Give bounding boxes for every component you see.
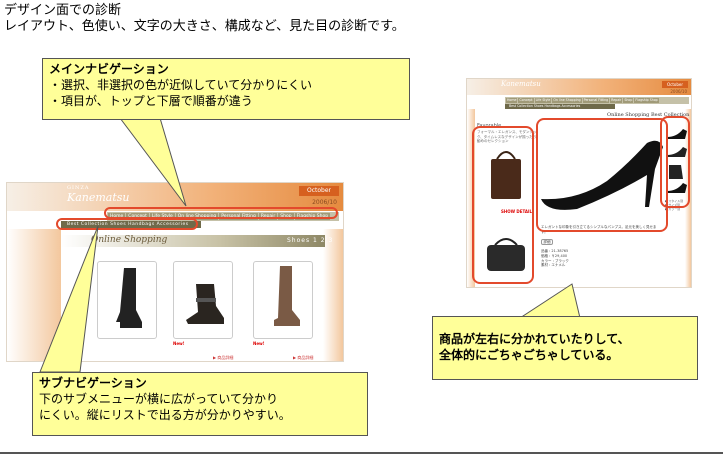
- site-screenshot-product: Kanematsu October 2006/10 Home Concept L…: [466, 78, 692, 288]
- spec-line: 素材 : エナメル: [541, 263, 566, 268]
- left-gradient-sidebar: [7, 229, 61, 361]
- show-detail-link[interactable]: SHOW DETAIL: [501, 209, 533, 214]
- spec-line: 品番 : 21-38765: [541, 249, 569, 253]
- nav-item-flagship[interactable]: Flagship Shop: [294, 213, 331, 220]
- main-nav: Home Concept Life Style On line Shopping…: [107, 212, 339, 221]
- callout-line: ・項目が、トップと下層で順番が違う: [49, 94, 253, 108]
- highlight-right-products: [660, 116, 690, 208]
- month-badge: October: [662, 81, 688, 88]
- highlight-main-nav: [104, 207, 338, 219]
- highlight-sub-nav: [56, 218, 198, 230]
- logo-text: Kanematsu: [67, 191, 130, 204]
- nav-item-personal-fitting[interactable]: Personal Fitting: [219, 213, 258, 220]
- product-more-link[interactable]: ▶ 商品詳細: [213, 355, 234, 360]
- product-more-link[interactable]: ▶ 商品詳細: [293, 355, 314, 360]
- callout-line: ・選択、非選択の色が近似していて分かりにくい: [49, 78, 313, 92]
- sub-nav[interactable]: Best Collection Shoes Handbags Accessori…: [505, 104, 615, 109]
- section-title: Online Shopping: [91, 235, 168, 245]
- right-link[interactable]: ▶ サイズ別: [665, 203, 681, 207]
- heading-line-1: デザイン面での診断: [4, 3, 122, 18]
- nav-item-shop[interactable]: Shop: [623, 98, 634, 103]
- site-screenshot-top: GINZA Kanematsu October 2006/10 Home Con…: [6, 182, 344, 362]
- callout-sub-nav: サブナビゲーション 下のサブメニューが横に広がっていて分かり にくい。縦にリスト…: [32, 372, 368, 436]
- tall-boot-icon: [274, 266, 300, 326]
- nav-item-repair[interactable]: Repair: [610, 98, 623, 103]
- site-header: [467, 79, 691, 95]
- highlight-main-product: [536, 118, 668, 232]
- month-badge: October: [299, 186, 339, 196]
- product-specs: 品番 : 21-38765 価格 : ￥29,400 カラー : ブラック 素材…: [541, 249, 651, 268]
- handbag-icon[interactable]: [483, 145, 529, 205]
- nav-item-lifestyle[interactable]: Life Style: [534, 98, 552, 103]
- callout-line: 下のサブメニューが横に広がっていて分かり: [39, 392, 279, 406]
- callout-main-nav: メインナビゲーション ・選択、非選択の色が近似していて分かりにくい ・項目が、ト…: [42, 58, 410, 120]
- product-new-flag: New!: [173, 341, 185, 346]
- nav-item-home[interactable]: Home: [108, 213, 126, 220]
- nav-item-personal-fitting[interactable]: Personal Fitting: [582, 98, 610, 103]
- left-gradient-sidebar: [467, 109, 475, 287]
- product-card[interactable]: [253, 261, 313, 339]
- bottom-divider: [0, 452, 723, 454]
- nav-item-concept[interactable]: Concept: [126, 213, 149, 220]
- sub-nav[interactable]: Best Collection Shoes Handbags Accessori…: [61, 221, 201, 228]
- callout-layout: 商品が左右に分かれていたりして、 全体的にごちゃごちゃしている。: [432, 316, 698, 380]
- right-link[interactable]: ▶ スタイル別: [665, 199, 684, 203]
- heading-line-2: レイアウト、色使い、文字の大きさ、構成など、見た目の診断です。: [4, 19, 405, 34]
- nav-item-concept[interactable]: Concept: [518, 98, 534, 103]
- callout-line: 全体的にごちゃごちゃしている。: [439, 348, 619, 362]
- nav-item-lifestyle[interactable]: Life Style: [149, 213, 175, 220]
- detail-button[interactable]: 詳細: [541, 239, 553, 245]
- year-label: 2006/10: [312, 199, 337, 206]
- nav-item-repair[interactable]: Repair: [258, 213, 278, 220]
- nav-item-flagship[interactable]: Flagship Shop: [634, 98, 659, 103]
- shoe-thumbnails[interactable]: [665, 125, 689, 199]
- pump-shoe-icon[interactable]: [537, 129, 667, 215]
- nav-item-shop[interactable]: Shop: [278, 213, 294, 220]
- main-nav: Home Concept Life Style On line Shopping…: [505, 97, 689, 104]
- site-logo[interactable]: GINZA Kanematsu: [67, 185, 130, 204]
- right-gradient-sidebar: [323, 229, 343, 361]
- section-pager[interactable]: Shoes 1 2 3: [287, 237, 334, 244]
- boot-icon: [116, 268, 142, 328]
- right-link[interactable]: ▶ カラー別: [665, 207, 681, 211]
- section-band: [61, 235, 325, 247]
- product-new-flag: New!: [253, 341, 265, 346]
- callout-line: にくい。縦にリストで出る方が分かりやすい。: [39, 408, 291, 422]
- nav-item-online-shopping[interactable]: On line Shopping: [552, 98, 582, 103]
- callout-line: 商品が左右に分かれていたりして、: [439, 332, 630, 346]
- spec-line: 価格 : ￥29,400: [541, 253, 568, 258]
- nav-item-home[interactable]: Home: [506, 98, 518, 103]
- site-logo[interactable]: Kanematsu: [501, 80, 541, 88]
- product-card[interactable]: [97, 261, 157, 339]
- year-label: 2006/10: [670, 89, 687, 94]
- nav-item-online-shopping[interactable]: On line Shopping: [175, 213, 219, 220]
- spec-line: カラー : ブラック: [541, 258, 569, 263]
- logo-prefix: GINZA: [67, 185, 90, 191]
- right-column-links[interactable]: ▶ スタイル別 ▶ サイズ別 ▶ カラー別: [665, 199, 691, 211]
- callout-title: メインナビゲーション: [49, 62, 169, 76]
- left-column-description: フォーマル・エレガンス、モダンシック、タイムレスなデザインが揃ったお勧めのセレク…: [477, 130, 537, 143]
- handbag-icon[interactable]: [481, 229, 531, 279]
- section-title: Online Shopping Best Collection: [607, 112, 690, 118]
- callout-title: サブナビゲーション: [39, 376, 147, 390]
- ankle-boot-icon: [186, 284, 224, 324]
- product-card[interactable]: [173, 261, 233, 339]
- page-heading: デザイン面での診断 レイアウト、色使い、文字の大きさ、構成など、見た目の診断です…: [4, 3, 405, 35]
- highlight-left-products: [472, 126, 534, 284]
